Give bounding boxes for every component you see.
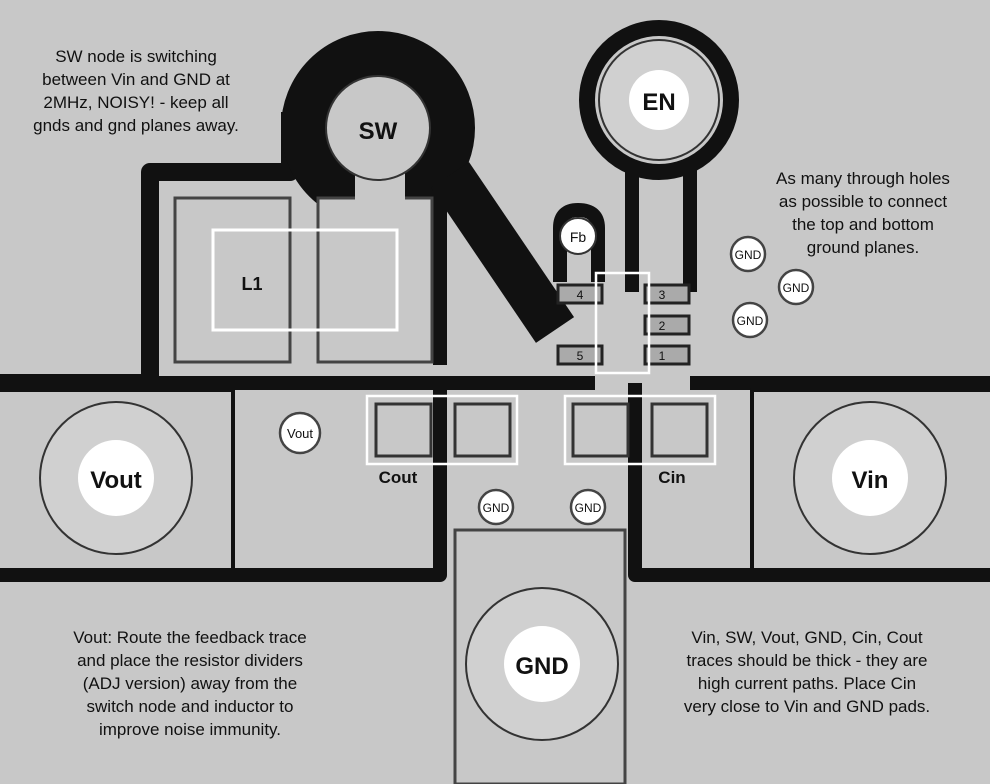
via-gnd: GND [569,488,607,526]
pin-5-pad [556,344,604,366]
vin-pad: Vin [793,401,947,555]
via-vout-label: Vout [287,426,313,441]
via-gnd-label: GND [735,248,762,262]
via-gnd-label: GND [783,281,810,295]
pin-1-label: 1 [659,349,666,363]
fb-pad: Fb [559,217,597,255]
note-through-holes: As many through holes as possible to con… [776,169,950,257]
via-gnd-label: GND [575,501,602,515]
via-gnd: GND [777,268,815,306]
note-sw-node: SW node is switching between Vin and GND… [33,47,239,135]
pin-1-pad [643,344,691,366]
vout-pad-label: Vout [90,467,142,494]
via-gnd: GND [731,301,769,339]
note-vout-routing: Vout: Route the feedback trace and place… [73,628,307,739]
sw-pad: SW [325,75,431,181]
gnd-pad-label: GND [515,653,568,680]
sw-pad-label: SW [359,118,398,145]
inductor-label: L1 [241,274,262,294]
pin-5-label: 5 [577,349,584,363]
pin-2-pad [643,314,691,336]
via-gnd: GND [729,235,767,273]
en-pad: EN [598,39,720,161]
vias: Vout GND GND GND GND GND [278,235,815,526]
pin-4-label: 4 [577,288,584,302]
via-gnd-label: GND [737,314,764,328]
cout-label: Cout [379,468,418,487]
ic-outline [594,271,651,375]
en-pad-label: EN [642,89,675,116]
gnd-pad: GND [465,587,619,741]
note-thick-traces: Vin, SW, Vout, GND, Cin, Cout traces sho… [683,628,931,716]
cout-footprint [365,394,519,466]
fb-pad-label: Fb [570,229,587,245]
cin-footprint [563,394,717,466]
pin-3-label: 3 [659,288,666,302]
cin-label: Cin [658,468,685,487]
ic-pins: 4 5 3 2 1 [556,271,691,375]
pin-3-pad [643,283,691,305]
pin-2-label: 2 [659,319,666,333]
vin-pad-label: Vin [852,467,889,494]
via-gnd-label: GND [483,501,510,515]
via-gnd: GND [477,488,515,526]
pin-4-pad [556,283,604,305]
via-vout: Vout [278,411,322,455]
vout-pad: Vout [39,401,193,555]
